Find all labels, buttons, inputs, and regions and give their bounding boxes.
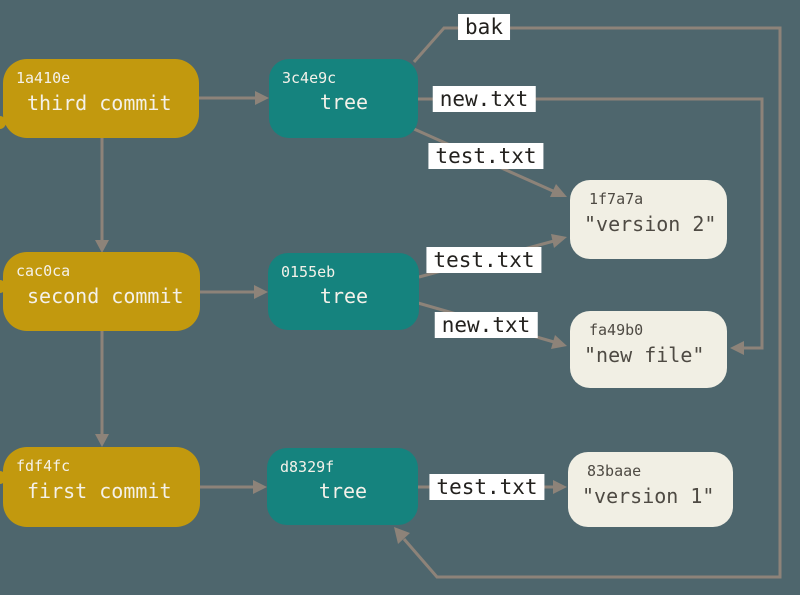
edge-label-bak: bak: [458, 14, 510, 40]
edge-label-testtxt-top: test.txt: [428, 143, 544, 169]
blob-content: "version 1": [582, 484, 715, 508]
arrowhead: [254, 285, 268, 299]
edge-bak: [402, 26, 782, 579]
arrowhead: [255, 91, 269, 105]
arrowhead: [95, 240, 109, 253]
tree-label: tree: [319, 284, 369, 308]
commit-hash: fdf4fc: [16, 457, 71, 475]
tree-node-3c4e9c: 3c4e9c tree: [269, 59, 418, 138]
blob-node-83baae: 83baae "version 1": [568, 452, 733, 527]
commit-message: second commit: [27, 284, 184, 308]
blob-content: "new file": [584, 343, 705, 367]
edge-tree1-newtxt: [418, 97, 764, 350]
arrowhead: [95, 434, 109, 447]
arrowhead: [551, 234, 567, 248]
tree-node-0155eb: 0155eb tree: [268, 253, 419, 330]
commit-node-third: 1a410e third commit: [3, 59, 199, 138]
commit-message: third commit: [27, 91, 172, 115]
arrowhead: [551, 335, 567, 349]
ref-stub: [0, 116, 6, 129]
arrowhead: [550, 184, 567, 197]
commit-message: first commit: [27, 479, 172, 503]
edge-label-newtxt-mid: new.txt: [434, 312, 538, 338]
commit-node-first: fdf4fc first commit: [3, 447, 200, 527]
arrowhead: [253, 480, 267, 494]
arrowhead: [394, 527, 410, 544]
tree-hash: 3c4e9c: [282, 69, 337, 87]
blob-hash: 83baae: [587, 462, 642, 480]
blob-content: "version 2": [584, 212, 717, 236]
edge-label-testtxt-mid: test.txt: [426, 247, 542, 273]
blob-node-1f7a7a: 1f7a7a "version 2": [570, 180, 727, 259]
edge-label-testtxt-bottom: test.txt: [429, 474, 545, 500]
commit-hash: cac0ca: [16, 262, 71, 280]
commit-node-second: cac0ca second commit: [3, 252, 200, 331]
edge-label-newtxt-top: new.txt: [432, 86, 536, 112]
tree-label: tree: [318, 479, 368, 503]
blob-hash: 1f7a7a: [589, 190, 644, 208]
arrowhead: [730, 341, 744, 355]
blob-node-fa49b0: fa49b0 "new file": [570, 311, 727, 388]
arrowhead: [553, 480, 567, 494]
commit-hash: 1a410e: [16, 69, 71, 87]
tree-hash: d8329f: [280, 458, 335, 476]
blob-hash: fa49b0: [589, 321, 644, 339]
tree-hash: 0155eb: [281, 263, 336, 281]
tree-node-d8329f: d8329f tree: [267, 448, 418, 525]
tree-label: tree: [319, 90, 369, 114]
